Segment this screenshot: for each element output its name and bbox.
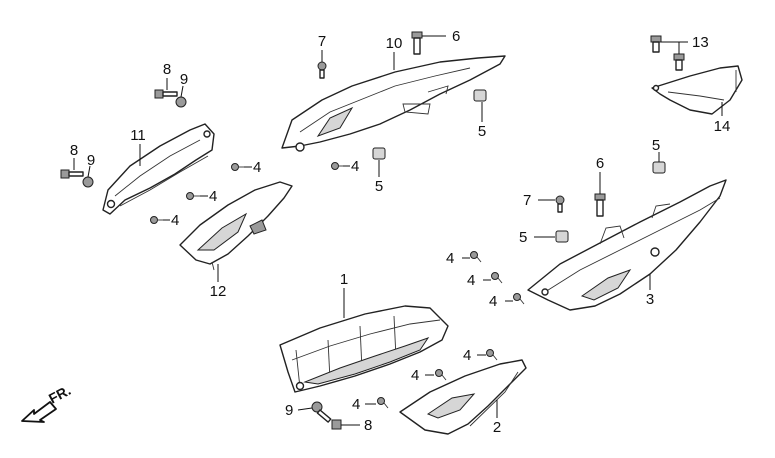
screw-4-d: [331, 162, 343, 170]
part-1-lower-center-cover: [279, 305, 449, 393]
bolt-8-a: [154, 89, 178, 99]
callout-8-c: 8: [364, 417, 372, 434]
callout-11: 11: [130, 127, 146, 144]
callout-4-g: 4: [489, 293, 497, 310]
nut-5-d: [555, 230, 569, 243]
bolt-6-b: [594, 193, 606, 217]
screw-4-j: [377, 397, 389, 409]
callout-2: 2: [493, 419, 501, 436]
callout-1: 1: [340, 271, 348, 288]
callout-4-e: 4: [446, 250, 454, 267]
callout-9-c: 9: [285, 402, 293, 419]
arrow-icon: [21, 401, 57, 423]
callout-9-a: 9: [180, 71, 188, 88]
callout-4-a: 4: [253, 159, 261, 176]
washer-9-b: [82, 176, 94, 188]
callout-13: 13: [692, 34, 709, 51]
screw-4-f: [491, 272, 503, 284]
callout-4-d: 4: [351, 158, 359, 175]
bolt-13-b: [673, 53, 685, 71]
callout-4-h: 4: [463, 347, 471, 364]
callout-4-i: 4: [411, 367, 419, 384]
bolt-8-b: [60, 169, 84, 179]
callout-5-b: 5: [375, 178, 383, 195]
front-direction-arrow: FR.: [21, 382, 73, 423]
callout-8-b: 8: [70, 142, 78, 159]
nut-5-a: [473, 89, 487, 102]
part-14-rear-cover: [651, 65, 743, 115]
callout-5-c: 5: [652, 137, 660, 154]
screw-4-e: [470, 251, 482, 263]
callout-7-b: 7: [523, 192, 531, 209]
callout-4-j: 4: [352, 396, 360, 413]
callout-12: 12: [210, 283, 227, 300]
screw-4-i: [435, 369, 447, 381]
washer-9-a: [175, 96, 187, 108]
part-2-lower-side-panel: [399, 359, 527, 435]
callout-14: 14: [714, 118, 731, 135]
screw-4-c: [150, 216, 163, 224]
callout-7-a: 7: [318, 33, 326, 50]
screw-4-h: [486, 349, 498, 361]
leader-lines: [73, 35, 723, 426]
callout-4-c: 4: [171, 212, 179, 229]
callouts: 1 2 3 4 4 4 4 4 4 4 4 4 4 5 5 5 5 6 6 7 …: [70, 28, 731, 436]
callout-10: 10: [386, 35, 403, 52]
part-10-rear-cowl-upper: [281, 55, 506, 152]
callout-4-b: 4: [209, 188, 217, 205]
screw-4-a: [231, 163, 244, 171]
callout-3: 3: [646, 291, 654, 308]
part-12-left-side-fairing: [179, 181, 293, 271]
bolt-7-a: [317, 61, 327, 79]
washer-9-c: [311, 401, 323, 413]
callout-9-b: 9: [87, 152, 95, 169]
callout-6-b: 6: [596, 155, 604, 172]
nut-5-c: [652, 161, 666, 174]
part-11-side-rail-cover: [102, 123, 215, 215]
screw-4-b: [186, 192, 200, 200]
callout-5-d: 5: [519, 229, 527, 246]
callout-4-f: 4: [467, 272, 475, 289]
part-3-right-side-cover: [527, 179, 727, 311]
callout-5-a: 5: [478, 123, 486, 140]
screw-4-g: [513, 293, 525, 305]
bolt-13-a: [650, 35, 662, 53]
bolt-8-c: [316, 409, 342, 430]
bolt-7-b: [555, 195, 565, 213]
bolt-6-a: [411, 31, 423, 55]
nut-5-b: [372, 147, 386, 160]
callout-8-a: 8: [163, 61, 171, 78]
callout-6-a: 6: [452, 28, 460, 45]
